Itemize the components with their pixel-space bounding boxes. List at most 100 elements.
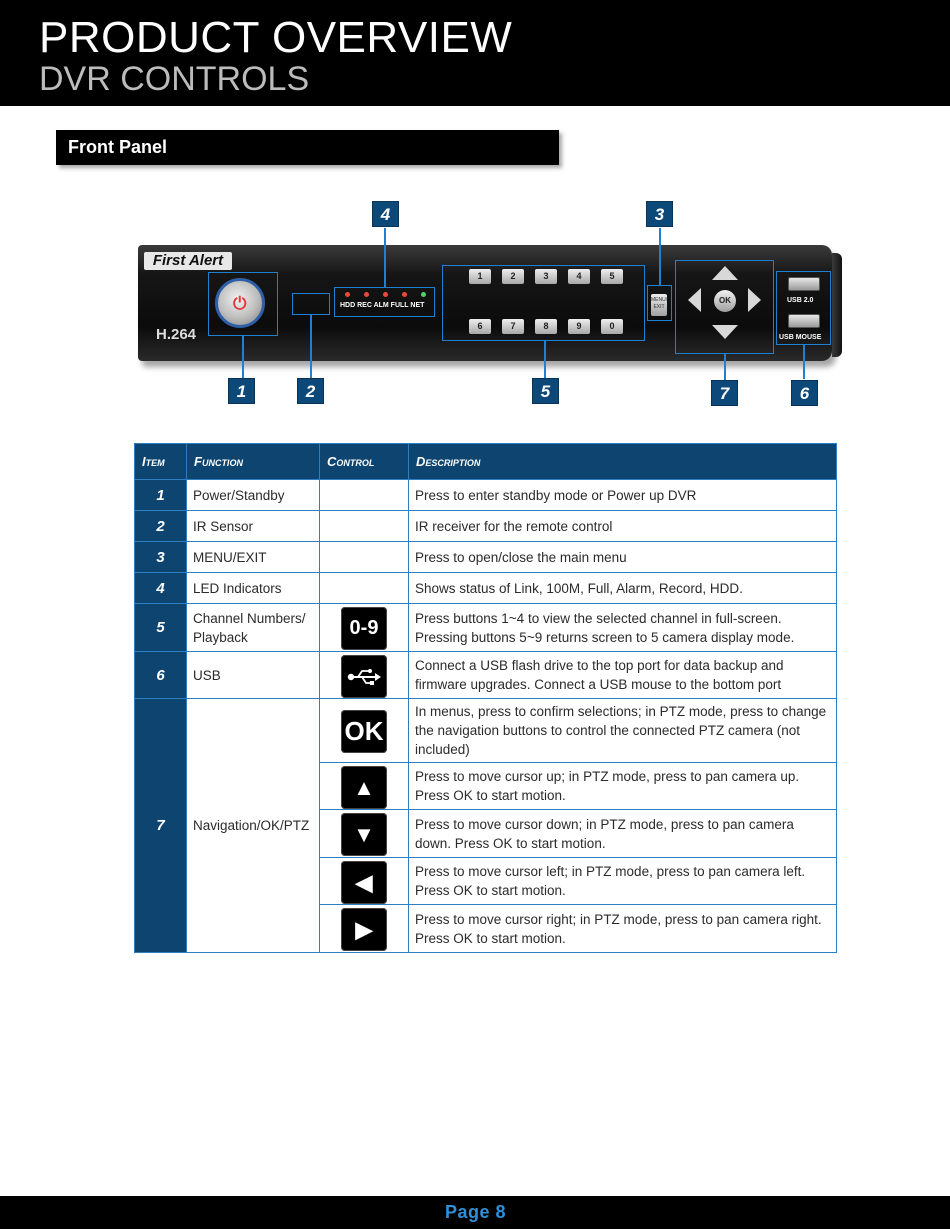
section-title: Front Panel [68,137,168,157]
dvr-front-panel-diagram: First Alert H.264 ⏻ HDD REC ALM FULL NET… [130,195,850,415]
led-net [414,292,433,300]
led-hdd [338,292,357,300]
leader-line-2 [310,315,312,378]
description-cell: Press to enter standby mode or Power up … [408,479,837,511]
item-number: 6 [134,651,187,699]
nav-up-icon [712,266,738,280]
table-row: 4 LED Indicators Shows status of Link, 1… [134,572,837,604]
description-cell: Press to open/close the main menu [408,541,837,573]
description-cell: Press buttons 1~4 to view the selected c… [408,603,837,652]
function-cell: Navigation/OK/PTZ [186,698,320,953]
callout-marker-4: 4 [372,201,399,227]
callout-marker-6: 6 [791,380,818,406]
page-header: PRODUCT OVERVIEW DVR CONTROLS [0,0,950,106]
channel-key: 6 [469,319,491,334]
control-cell [319,572,409,604]
item-number: 3 [134,541,187,573]
channel-keys-icon: 0-9 [341,607,387,650]
control-cell [319,479,409,511]
leader-line-4 [384,228,386,287]
callout-marker-5: 5 [532,378,559,404]
callout-marker-7: 7 [711,380,738,406]
channel-key: 8 [535,319,557,334]
channel-key: 2 [502,269,524,284]
power-icon: ⏻ [233,294,247,313]
controls-table: Item Function Control Description 1 Powe… [134,443,837,953]
channel-key: 4 [568,269,590,284]
channel-key: 9 [568,319,590,334]
control-cell: ◀ [319,857,409,905]
table-row: 1 Power/Standby Press to enter standby m… [134,479,837,511]
description-cell: In menus, press to confirm selections; i… [408,698,837,763]
nav-ok-key: OK [714,290,736,312]
control-cell: 0-9 [319,603,409,652]
table-header-row: Item Function Control Description [134,443,837,480]
table-row: 2 IR Sensor IR receiver for the remote c… [134,510,837,542]
description-cell: Press to move cursor left; in PTZ mode, … [408,857,837,905]
channel-key: 7 [502,319,524,334]
channel-key: 1 [469,269,491,284]
nav-right-icon [748,288,761,312]
menu-exit-key: MENU/ EXIT [651,294,667,316]
table-row: ▲ Press to move cursor up; in PTZ mode, … [135,762,837,810]
ok-button-icon: OK [341,710,387,753]
leader-line-6 [803,345,805,379]
description-cell: Press to move cursor down; in PTZ mode, … [408,809,837,858]
callout-box-usb [776,271,831,345]
item-number: 7 [134,698,187,953]
description-cell: IR receiver for the remote control [408,510,837,542]
function-cell: LED Indicators [186,572,320,604]
dvr-side [832,253,842,357]
description-cell: Press to move cursor up; in PTZ mode, pr… [408,762,837,810]
control-cell: ▼ [319,809,409,858]
function-cell: Power/Standby [186,479,320,511]
page-subtitle: DVR CONTROLS [39,60,310,98]
control-cell [319,510,409,542]
channel-key: 3 [535,269,557,284]
description-cell: Press to move cursor right; in PTZ mode,… [408,904,837,953]
column-header-function: Function [186,443,320,480]
up-arrow-icon: ▲ [341,765,387,809]
function-cell: MENU/EXIT [186,541,320,573]
callout-marker-1: 1 [228,378,255,404]
leader-line-3 [659,228,661,285]
control-cell: ▶ [319,904,409,953]
usb-port-top [788,277,820,291]
leader-line-5 [544,341,546,378]
table-row: ▶ Press to move cursor right; in PTZ mod… [135,904,837,953]
leader-line-7 [724,354,726,380]
callout-box-leds [334,287,435,317]
channel-key: 5 [601,269,623,284]
function-cell: Channel Numbers/ Playback [186,603,320,652]
callout-box-power [208,272,278,336]
callout-marker-3: 3 [646,201,673,227]
control-cell: ▲ [319,762,409,810]
usb-bottom-label: USB MOUSE [779,334,822,341]
table-row: ▼ Press to move cursor down; in PTZ mode… [135,809,837,858]
power-button: ⏻ [215,278,265,328]
down-arrow-icon: ▼ [341,813,387,856]
right-arrow-icon: ▶ [341,908,387,951]
table-row: 7 Navigation/OK/PTZ OK In menus, press t… [134,698,837,953]
callout-box-ir-sensor [292,293,330,315]
nav-left-icon [688,288,701,312]
item-number: 5 [134,603,187,652]
usb-port-bottom [788,314,820,328]
column-header-control: Control [319,443,409,480]
model-label: H.264 [156,326,197,343]
led-alm [376,292,395,300]
section-title-bar: Front Panel [56,130,559,165]
function-cell: IR Sensor [186,510,320,542]
column-header-description: Description [408,443,837,480]
column-header-item: Item [134,443,187,480]
page-footer: Page 8 [0,1196,950,1229]
description-cell: Shows status of Link, 100M, Full, Alarm,… [408,572,837,604]
usb-top-label: USB 2.0 [787,297,814,304]
left-arrow-icon: ◀ [341,860,387,904]
function-cell: USB [186,651,320,699]
channel-key: 0 [601,319,623,334]
control-cell [319,651,409,699]
item-number: 2 [134,510,187,542]
led-labels: HDD REC ALM FULL NET [340,302,425,309]
table-row: 6 USB Connect a USB flash drive to the t… [134,651,837,699]
